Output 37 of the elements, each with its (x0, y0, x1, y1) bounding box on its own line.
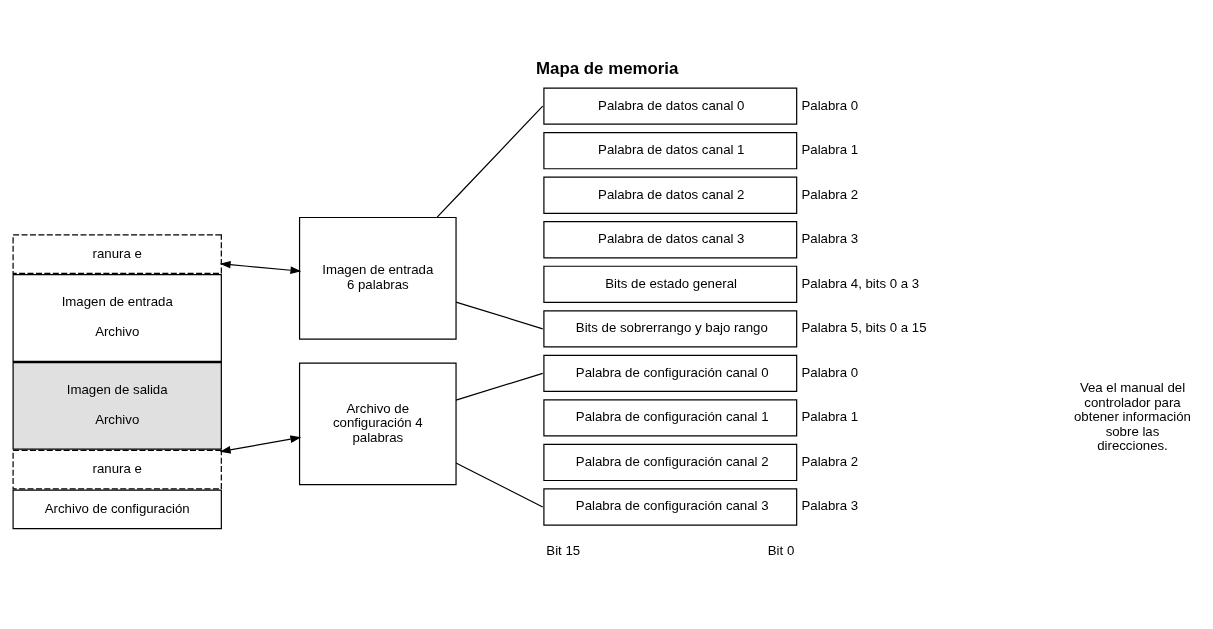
node-box: Palabra de datos canal 3 (543, 220, 798, 258)
node-label: Palabra 3 (801, 230, 859, 246)
arrow (219, 434, 302, 454)
node-label: Palabra 5, bits 0 a 15 (801, 319, 927, 335)
node-box: Palabra de datos canal 0 (543, 87, 798, 125)
node-box: ranura e (12, 233, 222, 274)
node-box: Palabra de configuración canal 3 (543, 487, 798, 526)
diagram-title: Mapa de memoria (536, 58, 679, 78)
node-label: Palabra 3 (801, 497, 859, 513)
label: Bit 15 (546, 542, 581, 558)
label: Bit 0 (767, 542, 795, 558)
node-box: Imagen de salida Archivo (12, 361, 222, 450)
node-label: Palabra 2 (801, 186, 859, 202)
node-box: Bits de estado general (543, 265, 798, 303)
node-box: Palabra de configuración canal 2 (543, 443, 798, 481)
node-label: Palabra 4, bits 0 a 3 (801, 275, 920, 291)
node-label: Palabra 1 (801, 408, 859, 424)
node-box: Palabra de datos canal 1 (543, 131, 798, 169)
node-box: ranura e (12, 449, 222, 490)
connector (455, 372, 544, 401)
connector (455, 461, 544, 508)
node-label: Palabra 1 (801, 141, 859, 157)
node-box: Palabra de datos canal 2 (543, 176, 798, 214)
connector (455, 300, 544, 329)
node-box: Imagen de entrada 6 palabras (298, 216, 457, 340)
connector (436, 105, 544, 218)
node-box: Bits de sobrerrango y bajo rango (543, 309, 798, 347)
node-box: Imagen de entrada Archivo (12, 273, 222, 362)
node-label: Palabra 2 (801, 453, 859, 469)
node-box: Archivo de configuración (12, 489, 222, 529)
node-label: Palabra 0 (801, 364, 859, 380)
node-box: Palabra de configuración canal 0 (543, 354, 798, 392)
node-label: Palabra 0 (801, 97, 859, 113)
node-box: Palabra de configuración canal 1 (543, 398, 798, 437)
node-box: Archivo de configuración 4 palabras (298, 362, 457, 485)
label: Vea el manual del controlador para obtener información sobre las direcciones. (1074, 379, 1191, 453)
arrow (219, 260, 302, 274)
